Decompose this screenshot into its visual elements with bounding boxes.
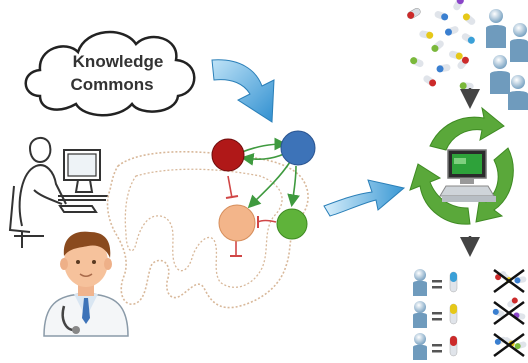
cloud-title-line2: Commons — [70, 75, 153, 94]
computer-icon — [439, 149, 496, 202]
match-row-2 — [413, 301, 458, 328]
regulatory-network — [211, 130, 316, 257]
edge-red-inhibits-peach — [227, 175, 233, 199]
cloud-title-line1: Knowledge — [73, 52, 164, 71]
match-row-1 — [413, 269, 458, 296]
node-blue — [280, 130, 316, 166]
crossed-row-2 — [492, 297, 526, 326]
edge-blue-to-peach — [247, 161, 291, 209]
computer-user-icon — [8, 137, 108, 248]
edge-blue-to-green — [287, 165, 300, 208]
people-group-icon — [486, 9, 528, 110]
crossed-row-1 — [493, 268, 527, 294]
match-row-3 — [413, 333, 458, 360]
cloud-icon — [24, 30, 196, 117]
crossed-out-pills-icon — [492, 268, 527, 358]
node-peach — [218, 204, 256, 242]
node-green — [276, 208, 308, 240]
edge-red-inhibits-peach-bar — [225, 195, 239, 199]
knowledge-commons-cloud: Knowledge Commons — [24, 30, 196, 117]
intestine-outline — [106, 150, 309, 309]
recycle-icon — [409, 106, 514, 225]
patient-drug-matches — [413, 269, 458, 360]
edge-green-inhibits-peach — [257, 219, 277, 223]
node-red — [211, 138, 245, 172]
crossed-row-3 — [493, 332, 527, 358]
pills-icon — [407, 0, 476, 90]
intestine-inner-outline — [124, 168, 283, 288]
doctor-icon — [43, 231, 129, 337]
big-blue-arrow-icon — [211, 59, 275, 123]
right-blue-arrow-icon — [323, 179, 406, 217]
edge-red-to-blue — [241, 137, 288, 153]
edge-blue-to-red — [240, 153, 285, 166]
